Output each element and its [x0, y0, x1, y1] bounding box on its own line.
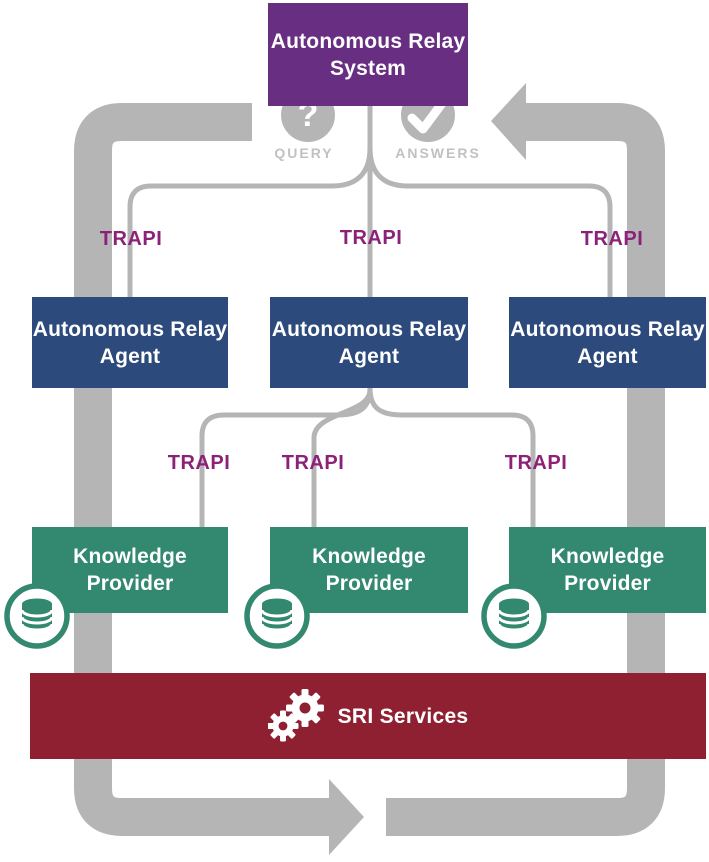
- knowledge-provider-box-2: Knowledge Provider: [270, 527, 468, 613]
- question-mark-icon: ?: [297, 96, 319, 134]
- relay-agent-label: Autonomous Relay Agent: [510, 317, 705, 368]
- database-icon: [481, 583, 547, 649]
- trapi-label: TRAPI: [281, 452, 345, 474]
- right-arrowhead-icon: [329, 779, 364, 855]
- knowledge-provider-label: Knowledge Provider: [312, 545, 426, 595]
- sri-services-label: SRI Services: [337, 704, 469, 728]
- answers-flow-arrow: [386, 83, 665, 836]
- database-icon: [244, 583, 310, 649]
- relay-agent-label: Autonomous Relay Agent: [271, 317, 467, 368]
- trapi-label: TRAPI: [339, 227, 403, 249]
- answers-label: ANSWERS: [395, 145, 481, 161]
- left-arrowhead-icon: [491, 83, 526, 160]
- trapi-label: TRAPI: [167, 452, 231, 474]
- trapi-connector-lines-top: [127, 106, 613, 297]
- autonomous-relay-system-box: Autonomous Relay System: [268, 3, 468, 106]
- relay-agent-box-2: Autonomous Relay Agent: [270, 297, 468, 388]
- query-label: QUERY: [274, 145, 334, 161]
- trapi-label: TRAPI: [504, 452, 568, 474]
- relay-agent-box-1: Autonomous Relay Agent: [32, 297, 228, 388]
- knowledge-provider-label: Knowledge Provider: [73, 545, 187, 595]
- gears-icon: [267, 689, 324, 742]
- autonomous-relay-system-label: Autonomous Relay System: [270, 29, 466, 80]
- trapi-connector-lines-bottom: [199, 387, 536, 527]
- trapi-label: TRAPI: [580, 228, 644, 250]
- sri-services-bar: SRI Services: [30, 673, 706, 759]
- relay-agent-label: Autonomous Relay Agent: [32, 317, 228, 368]
- relay-agent-box-3: Autonomous Relay Agent: [509, 297, 706, 388]
- query-flow-arrow: [74, 103, 364, 855]
- knowledge-provider-box-3: Knowledge Provider: [509, 527, 706, 613]
- database-icon: [4, 583, 70, 649]
- knowledge-provider-label: Knowledge Provider: [550, 545, 665, 595]
- trapi-label: TRAPI: [99, 228, 163, 250]
